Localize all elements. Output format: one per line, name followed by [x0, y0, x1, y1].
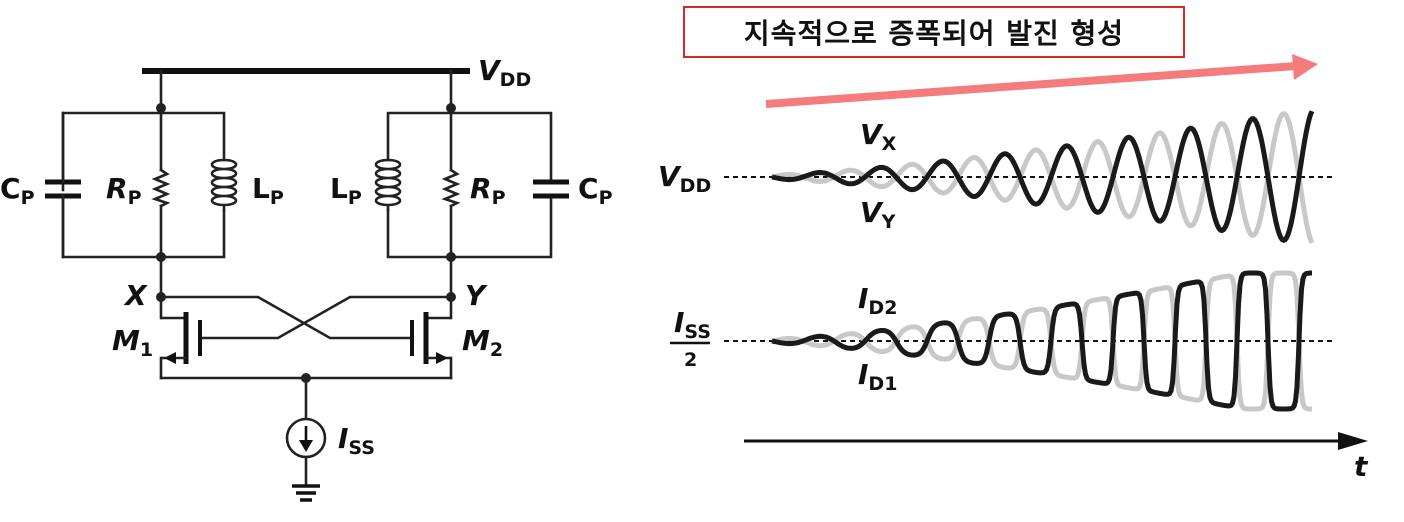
capacitor-cp-right: [533, 179, 569, 199]
time-axis: t: [744, 432, 1369, 483]
node-y-label: Y: [465, 279, 488, 312]
inductor-lp-left: [210, 158, 238, 212]
id1-label: ID1: [858, 358, 897, 395]
vx-waveform: [771, 110, 1315, 243]
vdd-ref-label: VDD: [658, 160, 711, 197]
cross-coupled-oscillator-circuit: VDD CP RP LP: [0, 54, 613, 502]
voltage-waveforms: VDD VX VY: [658, 110, 1336, 244]
cross-wire-x: [159, 295, 414, 340]
transistor-m2: [410, 312, 453, 380]
banner-text: 지속적으로 증폭되어 발진 형성: [743, 17, 1125, 50]
growth-arrow: [765, 54, 1318, 108]
m2-label: M2: [462, 324, 503, 361]
resistor-rp-left: [151, 168, 171, 208]
lp-left-label: LP: [252, 172, 284, 209]
svg-text:2: 2: [684, 349, 697, 371]
banner-caption: 지속적으로 증폭되어 발진 형성: [683, 6, 1185, 58]
id2-label: ID2: [858, 282, 897, 319]
rp-right-label: RP: [470, 172, 506, 209]
current-waveforms: ISS 2 ID2 ID1: [670, 270, 1336, 412]
cross-wire-y: [198, 295, 453, 340]
cp-right-label: CP: [578, 172, 613, 209]
vx-label: VX: [860, 118, 897, 155]
node-dot: [156, 103, 166, 113]
ground-symbol: [292, 455, 320, 502]
id2-waveform: [771, 270, 1312, 412]
svg-text:ISS: ISS: [674, 306, 711, 343]
vdd-label: VDD: [478, 54, 531, 91]
time-label: t: [1354, 450, 1369, 483]
id1-waveform: [771, 270, 1312, 412]
node-dot: [446, 103, 456, 113]
iss-label: ISS: [338, 422, 375, 459]
node-x-label: X: [123, 279, 148, 312]
iss-half-label: ISS 2: [670, 306, 711, 371]
transistor-m1: [159, 312, 202, 380]
current-source-iss: [285, 417, 327, 459]
m1-label: M1: [112, 324, 153, 361]
waveform-panel: VDD VX VY ISS 2 ID2 ID1 t: [658, 54, 1369, 483]
resistor-rp-right: [441, 168, 461, 208]
vy-label: VY: [860, 196, 896, 233]
rp-left-label: RP: [106, 172, 142, 209]
inductor-lp-right: [374, 158, 402, 212]
vy-waveform: [771, 111, 1315, 244]
lp-right-label: LP: [330, 172, 362, 209]
cp-left-label: CP: [0, 172, 35, 209]
capacitor-cp-left: [45, 111, 81, 259]
